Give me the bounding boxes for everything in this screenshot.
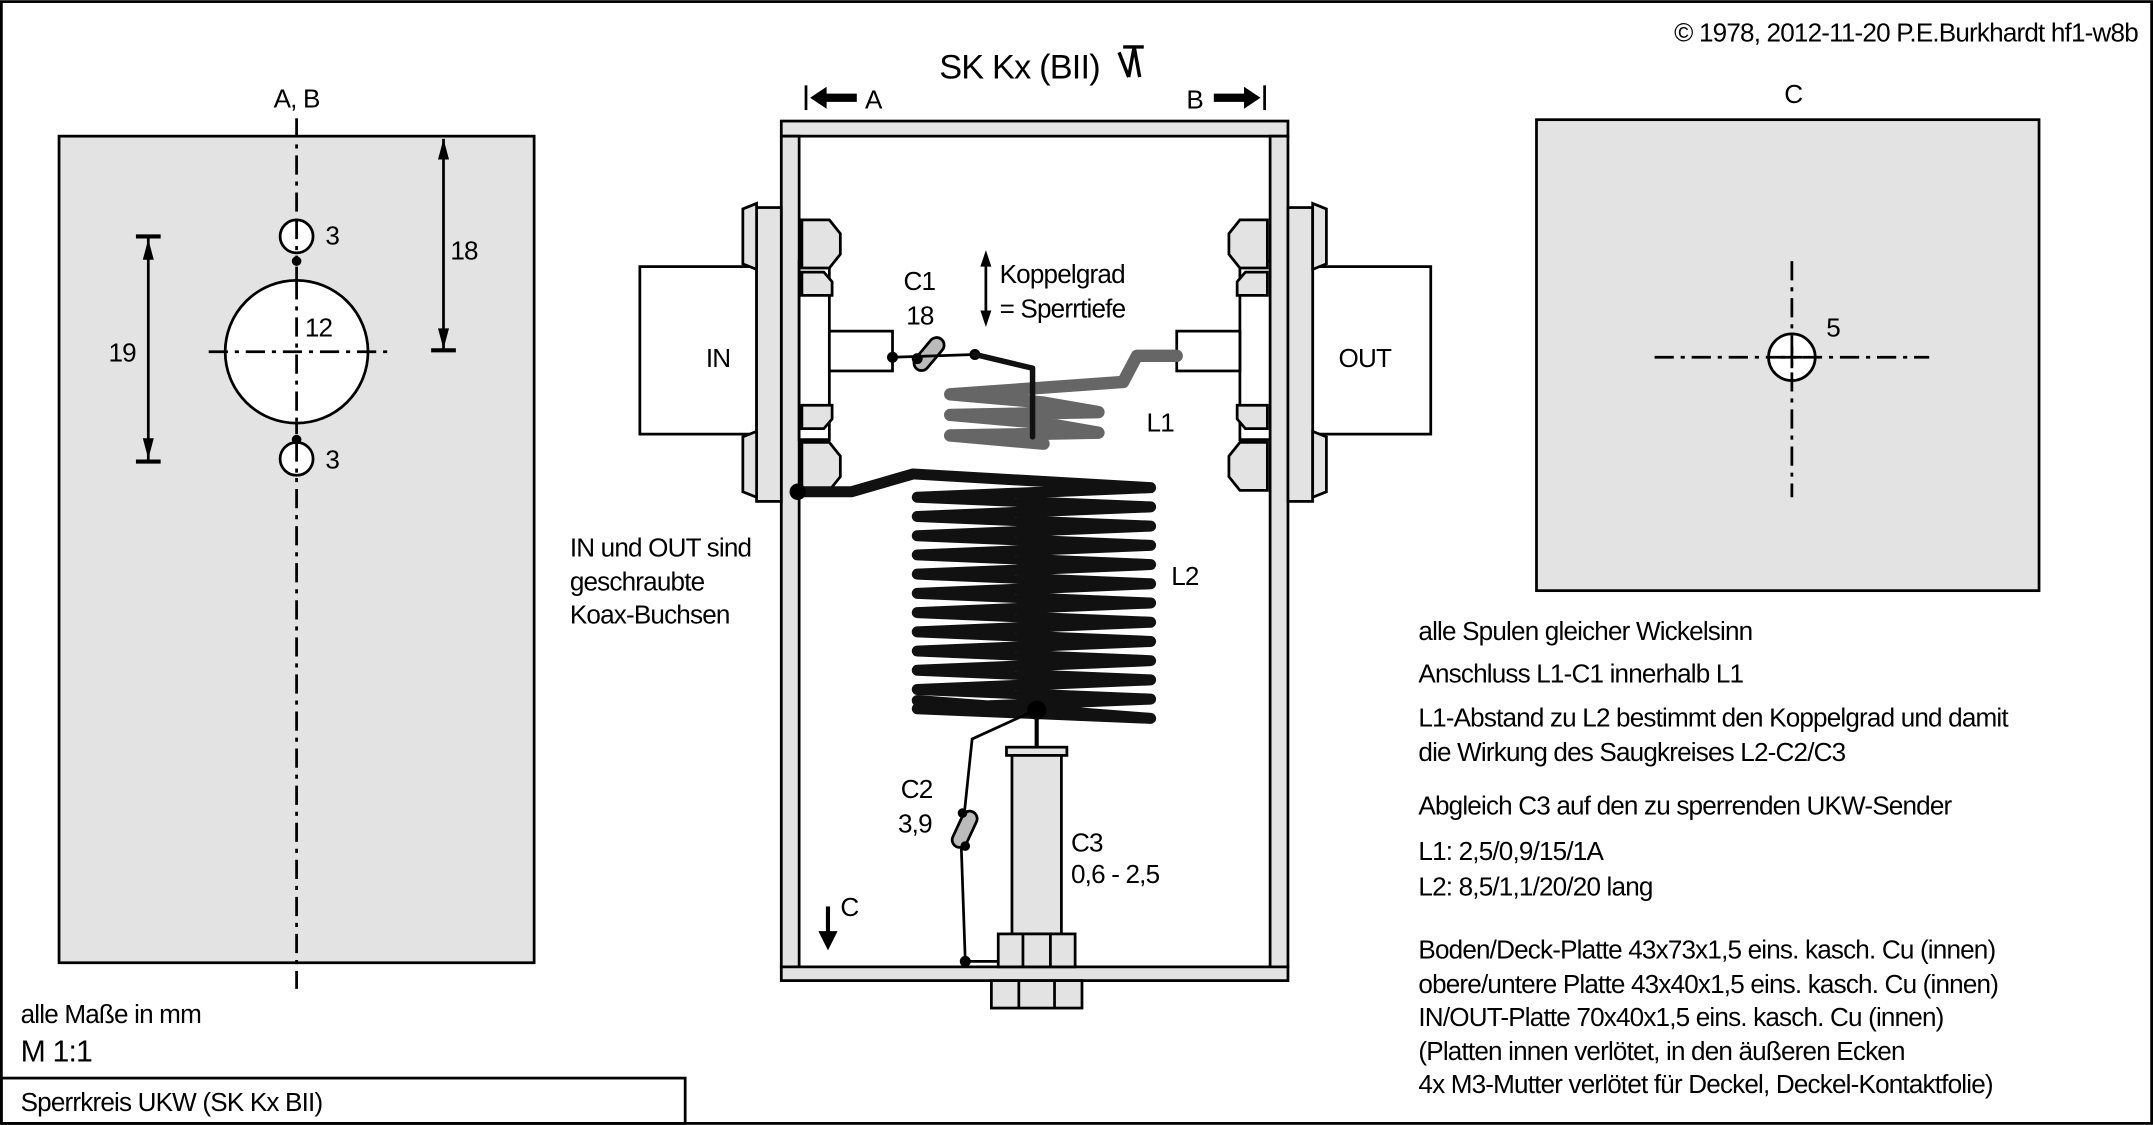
dimension-18: 18 [431,138,479,353]
koppel-arrow [980,250,992,328]
note-line: L1: 2,5/0,9/15/1A [1418,836,1604,866]
connector-note-line: IN und OUT sind [570,532,751,562]
svg-text:19: 19 [108,337,136,367]
solder-point [789,483,807,501]
dim-hole-bottom: 3 [325,444,339,474]
connector-note-line: Koax-Buchsen [570,600,730,630]
right-view-label: C [1784,79,1802,109]
in-connector: IN [638,201,894,503]
units-note: alle Maße in mm [21,999,201,1029]
c2-value: 3,9 [898,808,932,838]
trimmer-c3 [989,710,1084,1010]
c3-label: C3 [1071,828,1103,858]
copyright: © 1978, 2012-11-20 P.E.Burkhardt hf1-w8b [1674,17,2138,47]
dim-hole-top: 3 [325,221,339,251]
dim-hole-c3: 5 [1826,313,1840,343]
coils [789,349,1183,724]
note-line: 4x M3-Mutter verlötet für Deckel, Deckel… [1418,1069,1992,1099]
svg-text:B: B [1186,85,1203,115]
connector-note-line: geschraubte [570,567,705,597]
note-line: L1-Abstand zu L2 bestimmt den Koppelgrad… [1418,703,2009,733]
c1-label: C1 [903,266,935,296]
coil-l1 [943,349,1183,450]
note-line: alle Spulen gleicher Wickelsinn [1418,616,1752,646]
bottom-plate [779,965,1290,982]
note-line: die Wirkung des Saugkreises L2-C2/C3 [1418,737,1845,767]
coil-l1-lead [972,351,1036,440]
c1-value: 18 [906,300,934,330]
assembly-title: SK Kx (BII) [939,48,1100,86]
left-view-label: A, B [274,83,320,113]
c3-value: 0,6 - 2,5 [1071,859,1160,889]
title-block [0,1076,687,1125]
in-label: IN [706,343,730,373]
svg-text:18: 18 [450,236,478,266]
note-line: Boden/Deck-Platte 43x73x1,5 eins. kasch.… [1418,935,1995,965]
center-view-assembly: SK Kx (BII) A B IN [570,45,1433,1010]
note-line: Abgleich C3 auf den zu sperrenden UKW-Se… [1418,790,1952,820]
out-label: OUT [1339,343,1392,373]
dim-hole-large: 12 [305,313,333,343]
svg-text:A: A [865,85,883,115]
coil-l2 [792,468,1157,724]
note-line: Anschluss L1-C1 innerhalb L1 [1418,659,1743,689]
title-block-text: Sperrkreis UKW (SK Kx BII) [21,1087,323,1117]
right-wall [1268,134,1290,969]
top-plate [779,119,1290,138]
scale-note: M 1:1 [21,1036,92,1069]
out-connector: OUT [1175,201,1433,503]
c2-label: C2 [901,774,933,804]
left-wall [779,134,801,969]
note-line: obere/untere Platte 43x40x1,5 eins. kasc… [1418,969,1998,999]
svg-text:C: C [840,892,858,922]
section-marker-a: A [804,85,884,115]
right-view-c: C 5 [1535,79,2041,593]
sperrtiefe-label: = Sperrtiefe [1000,293,1126,323]
section-marker-b: B [1186,85,1266,115]
note-line: (Platten innen verlötet, in den äußeren … [1418,1036,1904,1066]
dimension-19: 19 [108,234,161,464]
note-line: IN/OUT-Platte 70x40x1,5 eins. kasch. Cu … [1418,1002,1943,1032]
note-line: L2: 8,5/1,1/20/20 lang [1418,871,1652,901]
left-view-a-b: A, B 3 12 3 18 19 [57,83,536,989]
section-marker-c: C [818,892,859,951]
notes-right: alle Spulen gleicher Wickelsinn Anschlus… [1418,616,2010,1099]
l1-label: L1 [1147,407,1175,437]
capacitor-c1 [887,336,981,372]
l2-label: L2 [1171,561,1199,591]
capacitor-c2 [950,710,1034,967]
koppelgrad-label: Koppelgrad [1000,259,1125,289]
surface-symbol-icon [1117,45,1144,78]
